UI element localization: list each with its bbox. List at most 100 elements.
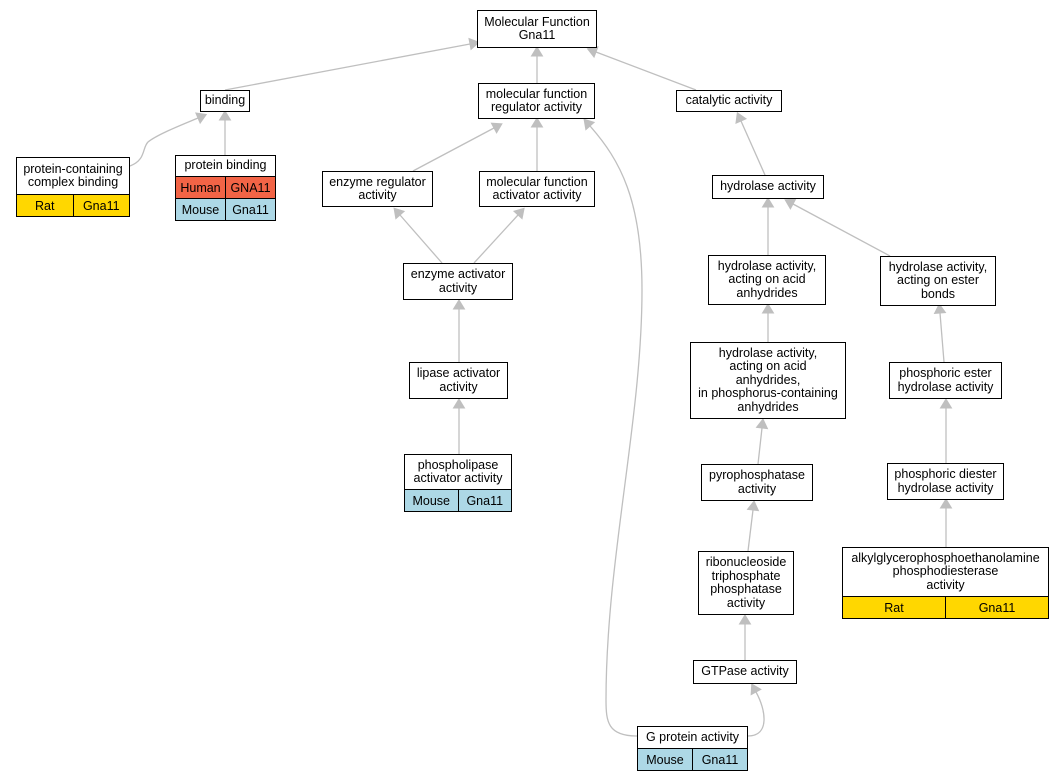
go-term-catalytic[interactable]: catalytic activity: [676, 90, 782, 112]
arrowhead-hydrolase_phosphorus-to-hydrolase_acid_anhydrides: [761, 303, 775, 314]
label-line: G protein activity: [645, 729, 740, 744]
label-line: hydrolase activity,: [718, 345, 818, 360]
gene-cell[interactable]: Gna11: [72, 195, 130, 216]
arrowhead-phosphoric_ester-to-hydrolase_ester: [933, 303, 947, 315]
gene-cell[interactable]: GNA11: [225, 177, 275, 198]
annotation-row-mouse: Mouse Gna11: [405, 489, 511, 511]
gene-cell[interactable]: Gna11: [457, 490, 512, 511]
go-term-gtpase[interactable]: GTPase activity: [693, 660, 797, 684]
label-line: ribonucleoside: [705, 555, 787, 569]
annotation-row-mouse: Mouse Gna11: [176, 198, 275, 220]
edge-pyrophosphatase-to-hydrolase_phosphorus: [757, 427, 763, 465]
edge-hydrolase_ester-to-hydrolase: [792, 203, 891, 257]
label-line: activity: [926, 577, 965, 592]
arrowhead-lipase_activator-to-enzyme_activator: [452, 299, 466, 310]
species-cell: Rat: [884, 600, 904, 615]
label-line: alkylglycerophosphoethanolamine: [851, 550, 1040, 565]
go-term-label: hydrolase activity: [713, 176, 823, 198]
edge-g_protein-to-mf_regulator: [589, 125, 643, 737]
edge-rntp_phosphatase-to-pyrophosphatase: [747, 509, 754, 552]
edge-g_protein-to-gtpase: [747, 691, 765, 737]
gene-cell[interactable]: Gna11: [225, 199, 275, 220]
go-term-label: catalytic activity: [677, 91, 781, 111]
arrowhead-phospholipase_activator-to-lipase_activator: [452, 398, 466, 409]
go-term-label: binding: [201, 91, 249, 111]
gene-cell[interactable]: Gna11: [692, 749, 747, 770]
label-line: hydrolase activity: [897, 379, 994, 394]
label-line: protein-containing: [23, 161, 123, 176]
edge-catalytic-to-root: [595, 51, 697, 91]
label-line: protein binding: [184, 158, 267, 173]
annotation-row-mouse: Mouse Gna11: [638, 748, 747, 770]
gene-cell[interactable]: Gna11: [945, 597, 1048, 618]
arrowhead-enzyme_regulator-to-mf_regulator: [490, 122, 503, 134]
arrowhead-phosphoric_diester-to-phosphoric_ester: [939, 398, 953, 409]
label-line: hydrolase activity: [720, 179, 816, 194]
label-line: acting on acid: [729, 359, 807, 374]
label-line: Gna11: [518, 28, 556, 42]
arrowhead-g_protein-to-mf_regulator: [583, 118, 596, 131]
arrowhead-rntp_phosphatase-to-pyrophosphatase: [746, 500, 760, 512]
label-line: activity: [439, 379, 478, 394]
arrowhead-catalytic-to-root: [586, 46, 599, 59]
label-line: activity: [358, 188, 397, 202]
species-cell: Mouse: [646, 752, 684, 767]
annotation-row-rat: Rat Gna11: [843, 596, 1048, 618]
edge-enzyme_activator-to-enzyme_regulator: [399, 214, 443, 264]
label-line: regulator activity: [490, 100, 582, 114]
label-line: phosphoric ester: [899, 366, 992, 380]
label-line: acting on acid: [728, 272, 806, 287]
label-line: activity: [438, 280, 478, 295]
arrowhead-hydrolase_ester-to-hydrolase: [784, 198, 797, 210]
go-term-hydrolase[interactable]: hydrolase activity: [712, 175, 824, 199]
arrowhead-enzyme_activator-to-mf_activator: [512, 207, 525, 220]
label-line: activity: [726, 595, 766, 610]
arrowhead-hydrolase-to-catalytic: [735, 111, 748, 125]
arrowhead-hydrolase_acid_anhydrides-to-hydrolase: [761, 197, 775, 208]
edge-hydrolase-to-catalytic: [740, 120, 766, 176]
label-line: bonds: [920, 286, 956, 301]
label-line: anhydrides: [736, 285, 798, 300]
go-term-label: G protein activity: [638, 727, 747, 748]
go-term-binding[interactable]: binding: [200, 90, 250, 112]
arrowhead-mf_regulator-to-root: [530, 46, 544, 57]
go-term-label: GTPase activity: [694, 661, 796, 683]
label-line: binding: [204, 93, 246, 108]
label-line: phosphoric diester: [894, 467, 997, 481]
label-line: lipase activator: [416, 366, 501, 380]
species-cell: Mouse: [412, 493, 451, 508]
arrowhead-g_protein-to-gtpase: [750, 683, 762, 696]
label-line: complex binding: [27, 175, 119, 189]
species-cell: Mouse: [181, 202, 220, 217]
label-line: molecular function: [486, 174, 588, 189]
arrowhead-protein_complex_binding-to-binding: [195, 112, 208, 125]
